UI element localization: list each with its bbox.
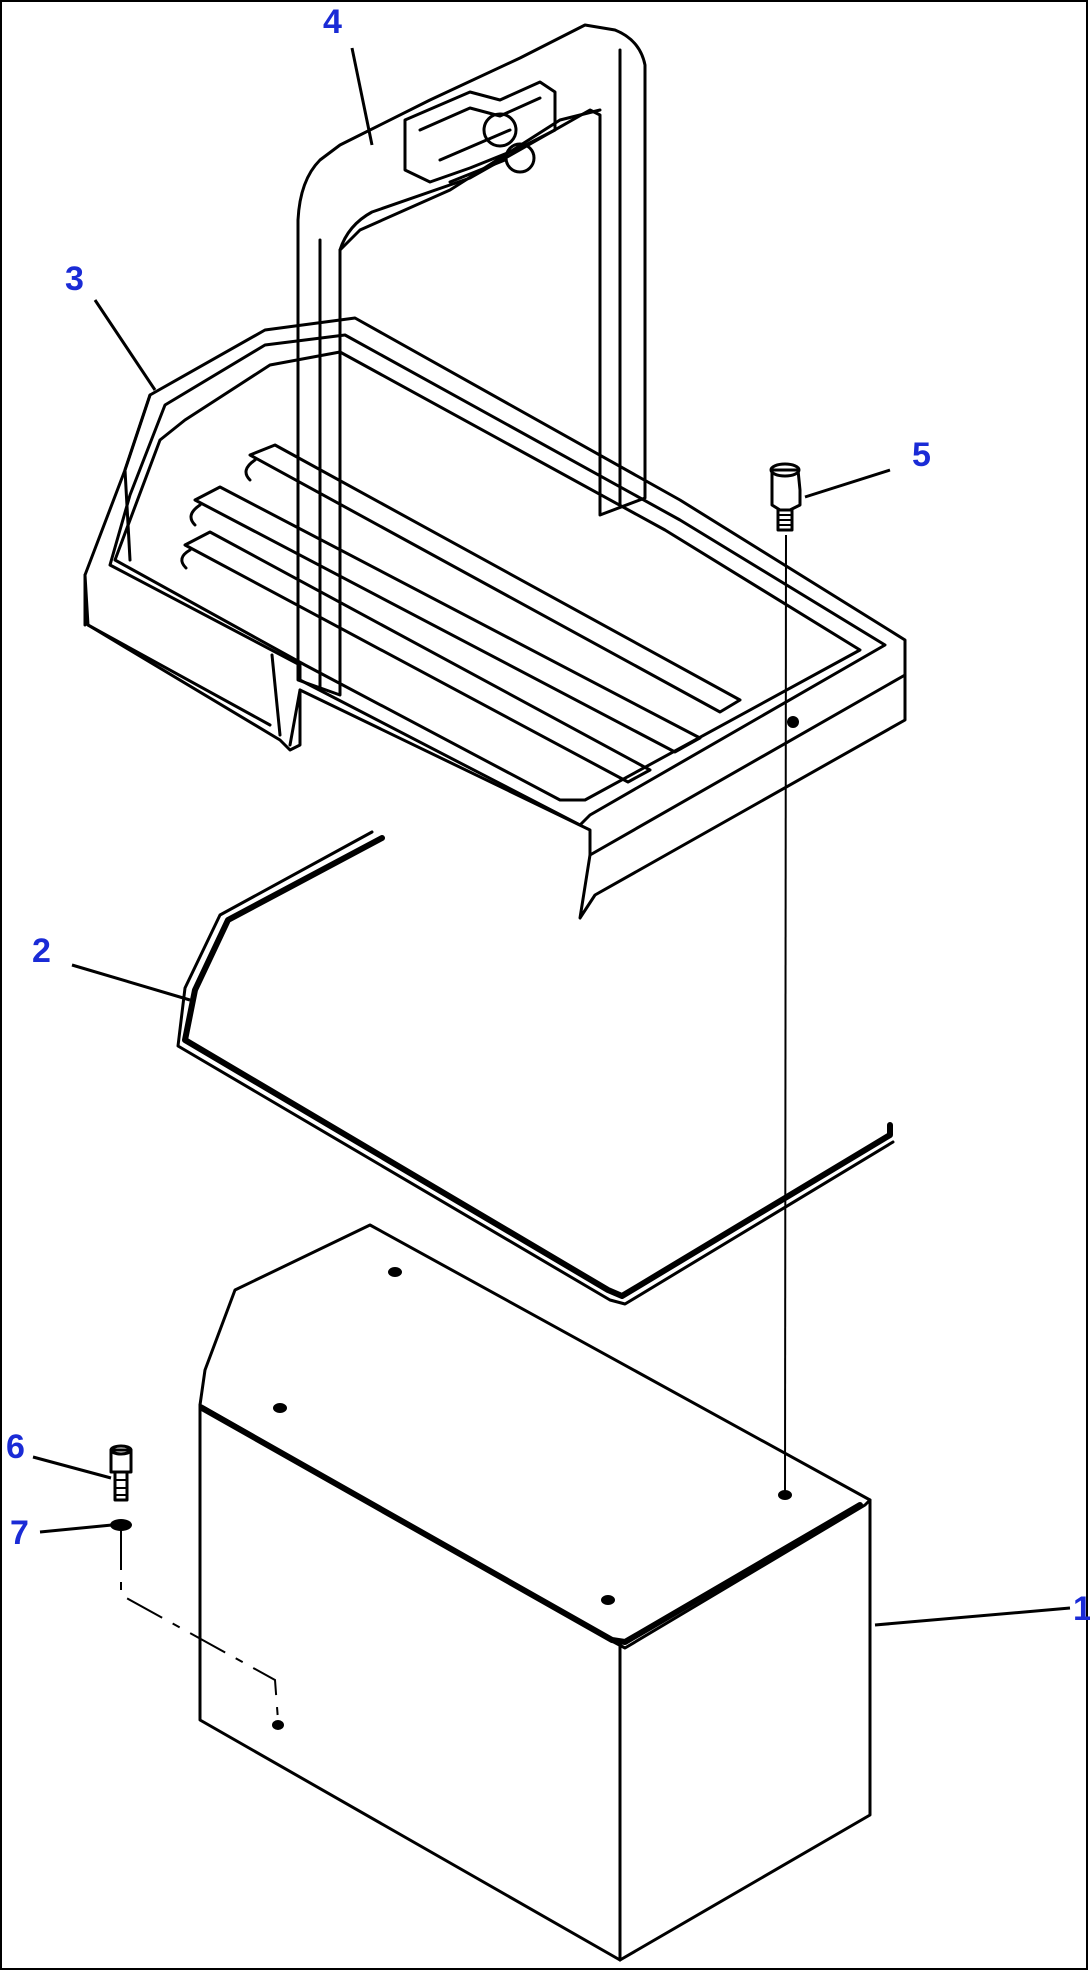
leader-5 — [804, 468, 891, 499]
leader-7 — [39, 1523, 113, 1534]
callout-4: 4 — [323, 3, 342, 41]
part-6-bolt — [109, 1444, 133, 1502]
part-7-washer — [110, 1519, 132, 1531]
leader-2 — [71, 963, 191, 1002]
callout-6: 6 — [6, 1428, 25, 1466]
part-3-cover — [83, 316, 907, 920]
part-1-battery — [198, 1223, 872, 1962]
leader-1 — [874, 1606, 1071, 1627]
part-4-bracket — [296, 23, 647, 697]
callout-2: 2 — [32, 932, 51, 970]
part-5-bolt — [769, 462, 802, 1496]
callout-3: 3 — [65, 260, 84, 298]
leader-3 — [93, 299, 157, 391]
part-6-axis — [120, 1530, 279, 1721]
callout-7: 7 — [10, 1514, 29, 1552]
leader-4 — [350, 47, 374, 146]
callout-5: 5 — [912, 436, 931, 474]
callout-1: 1 — [1073, 1590, 1090, 1628]
part-2-gasket — [176, 830, 895, 1306]
leader-6 — [32, 1455, 112, 1480]
